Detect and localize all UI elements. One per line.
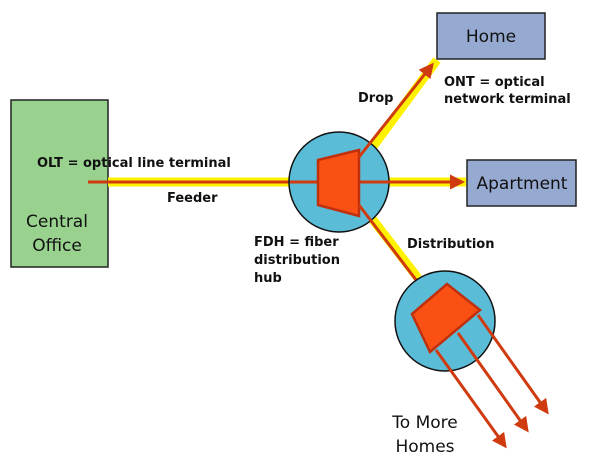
- ont-label-2: network terminal: [444, 92, 571, 107]
- more-homes-label-1: To More: [391, 413, 457, 433]
- home-fiber-3: [476, 314, 549, 415]
- drop-fiber: [357, 62, 434, 158]
- apartment-box: [466, 159, 577, 207]
- distribution-label: Distribution: [407, 237, 494, 252]
- home-fiber-2: [456, 332, 529, 433]
- secondary-splitter: [410, 282, 482, 354]
- fdh-label-1: FDH = fiber: [254, 235, 339, 250]
- home-box: [436, 12, 546, 60]
- fdh-label-2: distribution: [254, 253, 340, 268]
- olt-label: OLT = optical line terminal: [37, 156, 231, 171]
- distribution-fiber: [357, 204, 428, 296]
- feeder-label: Feeder: [167, 191, 218, 206]
- home-fiber-1: [434, 349, 507, 449]
- apartment-label: Apartment: [477, 174, 568, 194]
- ont-label-1: ONT = optical: [444, 75, 545, 90]
- distribution-glow: [366, 213, 422, 281]
- fdh-splitter: [316, 148, 361, 218]
- home-label: Home: [466, 27, 516, 47]
- more-homes-label-2: Homes: [395, 437, 454, 457]
- fdh-label-3: hub: [254, 271, 282, 286]
- drop-label: Drop: [358, 91, 393, 106]
- central-office-label-2: Office: [32, 236, 82, 256]
- central-office-label-1: Central: [26, 212, 88, 232]
